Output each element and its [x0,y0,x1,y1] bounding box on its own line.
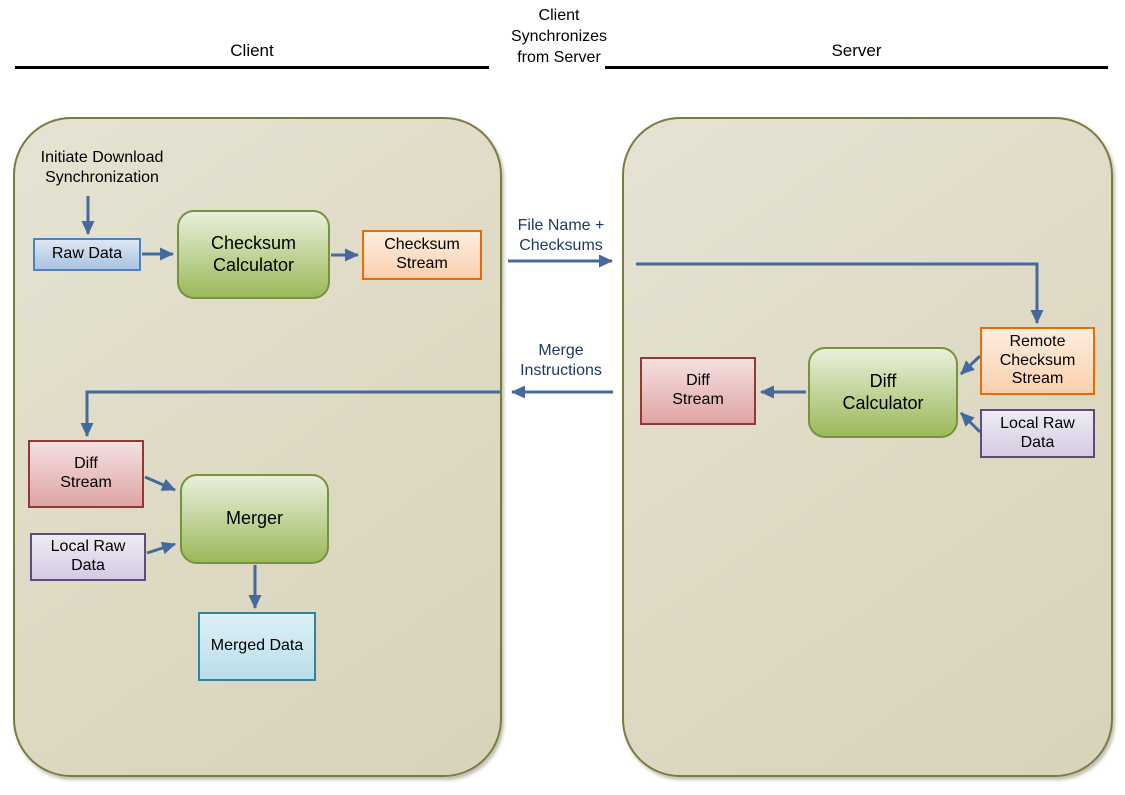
node-checksum-stream: Checksum Stream [362,230,482,280]
node-diff-stream-server: Diff Stream [640,357,756,425]
node-diff-stream-client: Diff Stream [28,440,144,508]
server-column-rule [605,66,1108,69]
node-merger: Merger [180,474,329,564]
node-diff-calculator: Diff Calculator [808,347,958,438]
middle-column-title: Client Synchronizes from Server [510,7,608,66]
node-local-raw-data-server: Local Raw Data [980,409,1095,458]
client-column-title: Client [230,41,274,60]
node-raw-data: Raw Data [33,238,141,271]
initiate-download-label: Initiate Download Synchronization [40,149,164,186]
node-local-raw-data-client: Local Raw Data [30,533,146,581]
client-column-rule [15,66,489,69]
flow-label-file-name-checksums: File Name + Checksums [517,217,605,254]
server-column-title: Server [831,41,882,60]
node-merged-data: Merged Data [198,612,316,681]
node-remote-checksum-stream: Remote Checksum Stream [980,327,1095,395]
node-checksum-calculator: Checksum Calculator [177,210,330,299]
flow-label-merge-instructions: Merge Instructions [520,342,602,379]
